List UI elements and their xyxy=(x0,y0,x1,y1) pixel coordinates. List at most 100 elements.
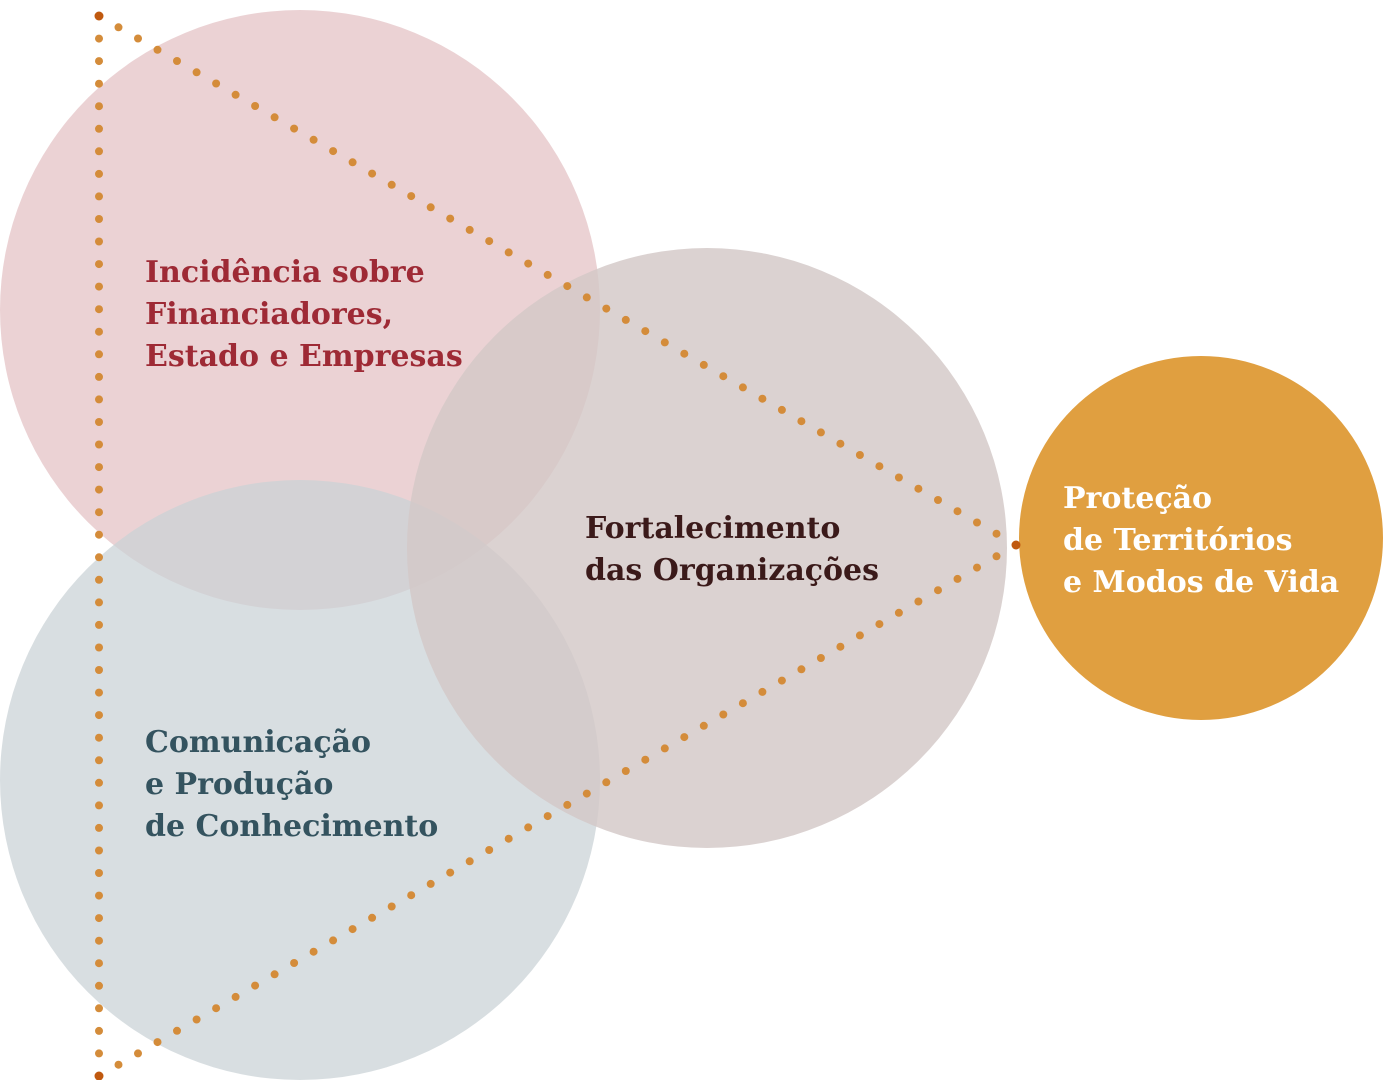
left-edge-dot xyxy=(95,553,103,562)
left-edge-dot xyxy=(95,1004,103,1013)
vertex-right xyxy=(1011,540,1021,550)
left-edge-dot xyxy=(95,215,103,223)
top-edge-dot xyxy=(426,203,435,212)
left-edge-dot xyxy=(95,260,103,269)
bottom-edge-dot xyxy=(973,563,981,572)
bottom-edge-dot xyxy=(173,1026,181,1035)
top-edge-dot xyxy=(348,158,357,167)
left-edge-dot xyxy=(95,733,103,742)
label-fortalecimento: Fortalecimento das Organizações xyxy=(585,511,879,588)
bottom-edge-dot xyxy=(641,755,650,764)
top-edge-dot xyxy=(816,428,825,437)
left-edge-dot xyxy=(95,372,103,381)
left-edge-dot xyxy=(95,575,103,584)
left-edge-dot xyxy=(95,463,103,472)
dotted-triangle xyxy=(94,11,1021,1080)
bottom-edge-dot xyxy=(934,586,942,595)
bottom-edge-dot xyxy=(329,936,338,945)
top-edge-dot xyxy=(212,79,221,88)
top-edge-dot xyxy=(680,349,689,358)
top-edge-dot xyxy=(329,147,338,156)
bottom-edge-dot xyxy=(465,857,474,866)
top-edge-dot xyxy=(270,113,279,122)
bottom-edge-dot xyxy=(485,846,494,854)
left-edge-dot xyxy=(95,869,103,877)
top-edge-dot xyxy=(407,192,416,201)
left-edge-dot xyxy=(95,1049,103,1058)
left-edge-dot xyxy=(95,936,103,945)
top-edge-dot xyxy=(543,270,552,279)
left-edge-dot xyxy=(95,891,103,900)
bottom-edge-dot xyxy=(504,834,513,843)
bottom-edge-dot xyxy=(446,868,455,877)
left-edge-dot xyxy=(95,440,103,449)
top-edge-dot xyxy=(797,417,806,426)
top-edge-dot xyxy=(563,282,572,291)
overlapping-circles xyxy=(0,10,1007,1080)
bottom-edge-dot xyxy=(348,925,357,934)
bottom-edge-dot xyxy=(563,800,572,809)
left-edge-dot xyxy=(95,801,103,810)
left-edge-dot xyxy=(95,395,103,404)
left-edge-dot xyxy=(95,981,103,990)
left-edge-dot xyxy=(95,418,103,426)
left-edge-dot xyxy=(95,666,103,674)
top-edge-dot xyxy=(953,507,962,516)
left-edge-dot xyxy=(95,846,103,855)
bottom-edge-dot xyxy=(953,574,962,583)
top-edge-dot xyxy=(738,383,747,392)
bottom-edge-dot xyxy=(992,552,1001,561)
top-edge-dot xyxy=(231,90,240,99)
bottom-edge-dot xyxy=(231,992,240,1001)
top-edge-dot xyxy=(875,462,884,471)
left-edge-dot xyxy=(95,778,103,787)
left-edge-dot xyxy=(95,959,103,968)
bottom-edge-dot xyxy=(387,902,396,911)
bottom-edge-dot xyxy=(719,710,728,719)
left-edge-dot xyxy=(95,1026,103,1035)
bottom-edge-dot xyxy=(153,1038,162,1047)
left-edge-dot xyxy=(95,508,103,517)
top-edge-dot xyxy=(641,327,650,336)
bottom-edge-dot xyxy=(621,767,630,775)
label-incidencia: Incidência sobre Financiadores, Estado e… xyxy=(145,255,463,374)
label-comunicacao: Comunicação e Produção de Conhecimento xyxy=(145,725,438,844)
bottom-edge-dot xyxy=(309,947,318,956)
bottom-edge-dot xyxy=(368,913,377,922)
left-edge-dot xyxy=(95,598,103,607)
top-edge-dot xyxy=(894,473,903,482)
left-edge-dot xyxy=(95,147,103,156)
bottom-edge-dot xyxy=(855,631,864,640)
bottom-edge-dot xyxy=(212,1004,221,1013)
left-edge-dot xyxy=(95,192,103,201)
bottom-edge-dot xyxy=(543,812,552,821)
left-edge-dot xyxy=(95,485,103,494)
left-edge-dot xyxy=(95,305,103,314)
top-edge-dot xyxy=(777,405,786,414)
left-edge-dot xyxy=(95,124,103,133)
top-edge-dot xyxy=(758,394,767,403)
top-edge-dot xyxy=(134,34,142,43)
top-edge-dot xyxy=(660,338,669,347)
top-edge-dot xyxy=(387,180,396,189)
left-edge-dot xyxy=(95,350,103,359)
top-edge-dot xyxy=(621,315,630,324)
top-edge-dot xyxy=(114,23,123,32)
top-edge-dot xyxy=(485,237,494,246)
left-edge-dot xyxy=(95,914,103,923)
top-edge-dot xyxy=(719,372,728,381)
bottom-edge-dot xyxy=(134,1049,142,1058)
left-edge-dot xyxy=(95,237,103,246)
bottom-edge-dot xyxy=(680,733,689,742)
left-edge-dot xyxy=(95,34,103,43)
top-edge-dot xyxy=(602,304,611,313)
top-edge-dot xyxy=(309,135,318,144)
top-edge-dot xyxy=(914,484,923,493)
top-edge-dot xyxy=(699,360,708,369)
top-edge-dot xyxy=(465,225,474,234)
top-edge-dot xyxy=(368,169,377,178)
bottom-edge-dot xyxy=(582,789,591,798)
left-edge-dot xyxy=(95,57,103,66)
bottom-edge-dot xyxy=(875,620,884,629)
top-edge-dot xyxy=(192,68,201,77)
